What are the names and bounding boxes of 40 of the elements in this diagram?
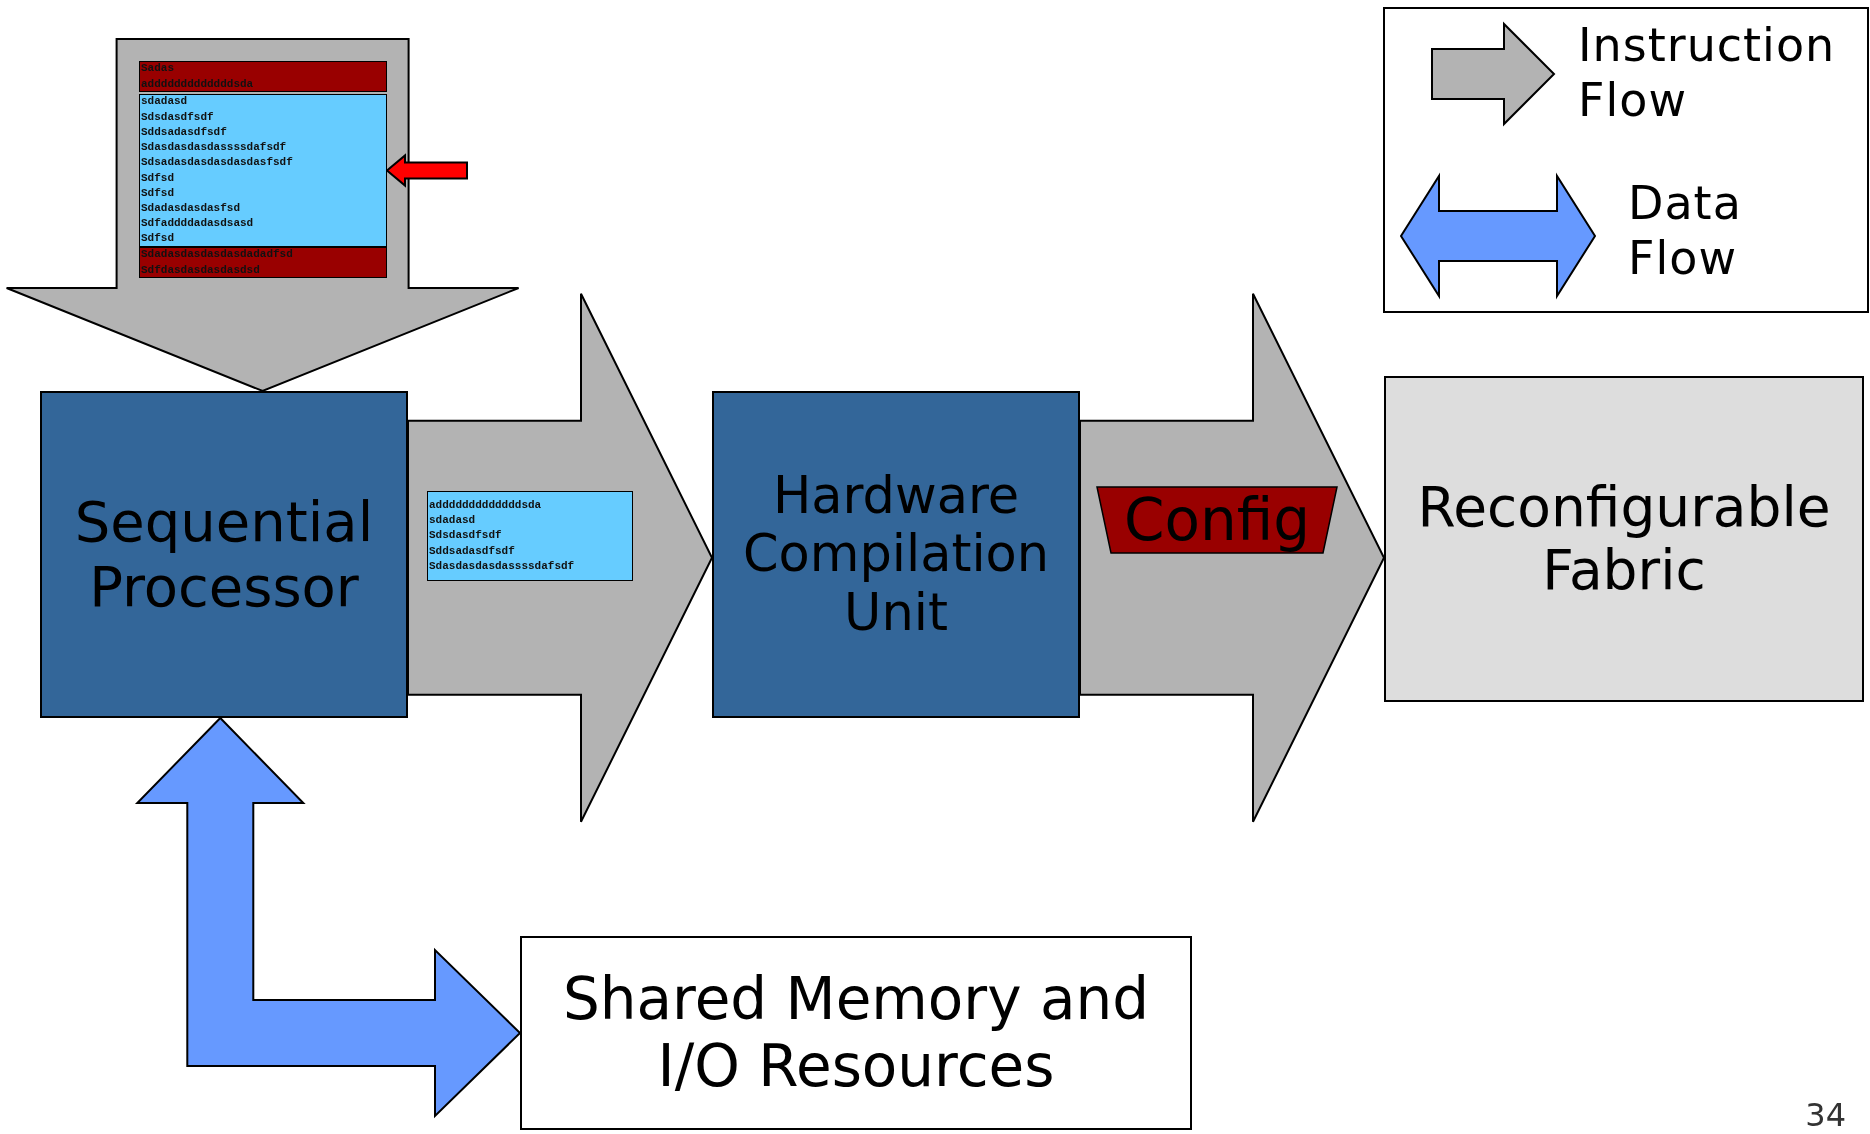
box-label: Shared Memory and I/O Resources	[561, 966, 1151, 1100]
code-line: Sdfsd	[141, 185, 174, 201]
code-line: Sdasdasdasdassssdafsdf	[141, 140, 287, 156]
code-line: Sddsadasdfsdf	[141, 124, 227, 140]
page-number: 34	[1805, 1096, 1846, 1134]
code-line: adddddddddddddsda	[141, 76, 254, 92]
code-listing	[139, 61, 387, 92]
code-line: sdadasd	[141, 94, 188, 110]
code-line: Sdasdasdasdassssdafsdf	[429, 558, 575, 574]
code-line: Sdsdasdfsdf	[141, 109, 214, 125]
code-line: Sdadasdasdasfsd	[141, 200, 241, 216]
box-label: Sequential Processor	[73, 490, 375, 619]
legend-text: Instruction Flow	[1578, 18, 1837, 129]
code-line: adddddddddddddsda	[429, 498, 542, 513]
box-label: Reconfigurable Fabric	[1416, 475, 1832, 603]
code-line: Sdfsd	[141, 231, 174, 247]
box-label: Hardware Compilation Unit	[741, 466, 1051, 643]
code-line: Sdsadasdasdasdasdasfsdf	[141, 155, 293, 171]
code-listing	[427, 491, 633, 581]
process-box	[40, 391, 408, 718]
code-listing	[139, 247, 387, 278]
code-line: Sdadasdasdasdasdadadfsd	[141, 247, 293, 263]
code-line: Sdfsd	[141, 170, 174, 186]
code-line: Sdsdasdfsdf	[429, 528, 502, 544]
block-arrow	[407, 292, 714, 823]
label-tag	[1097, 487, 1337, 553]
block-arrow	[134, 716, 522, 1119]
block-arrow	[5, 38, 520, 393]
legend-text: Data Flow	[1628, 176, 1743, 287]
code-line: Sdfaddddadasdsasd	[141, 216, 254, 232]
code-line: sdadasd	[429, 513, 476, 529]
code-line: Sddsadasdfsdf	[429, 543, 515, 559]
process-box	[520, 936, 1192, 1130]
code-line: Sdfdasdasdasdasdsd	[141, 262, 260, 278]
block-arrow	[385, 153, 468, 188]
block-arrow	[1079, 292, 1386, 823]
code-line: Sadas	[141, 61, 174, 77]
process-box	[712, 391, 1080, 718]
process-box	[1384, 376, 1864, 702]
code-listing	[139, 94, 387, 247]
